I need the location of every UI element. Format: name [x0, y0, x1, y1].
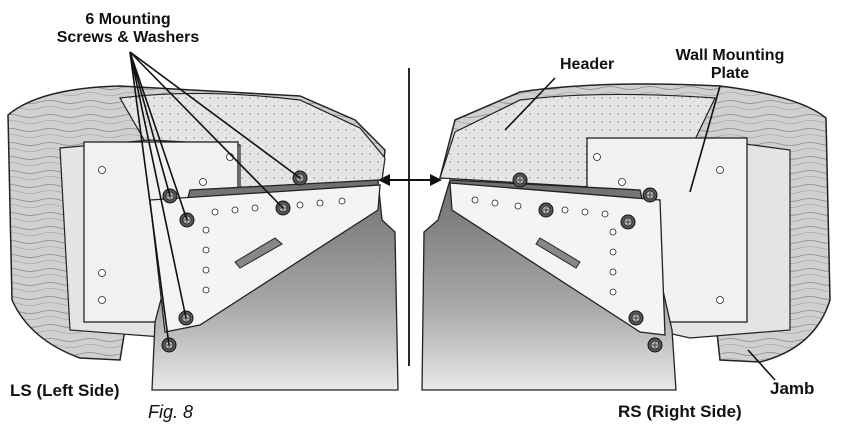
screws-label-line2: Screws & Washers — [56, 29, 200, 46]
screws-label: 6 Mounting Screws & Washers — [38, 11, 218, 47]
header-label: Header — [560, 56, 615, 73]
left-plate-holes — [98, 153, 234, 304]
left-side-label: LS (Left Side) — [10, 381, 120, 400]
right-bracket-slot — [535, 237, 581, 269]
right-side-assembly — [421, 77, 831, 391]
screw-washer-icon — [512, 172, 528, 188]
screw-washer-icon — [642, 187, 658, 203]
left-bracket — [149, 184, 381, 333]
right-side-label: RS (Right Side) — [618, 402, 742, 421]
screw-washer-icon — [628, 310, 644, 326]
screws-label-line1: 6 Mounting — [85, 11, 171, 28]
screw-washer-icon — [538, 202, 554, 218]
right-leader-lines — [504, 77, 776, 381]
double-arrow-icon — [378, 174, 442, 186]
wall-plate-label-line1: Wall Mounting — [675, 47, 785, 64]
right-bracket — [449, 182, 666, 336]
left-leader-lines — [129, 51, 301, 346]
screw-washer-icon — [620, 214, 636, 230]
left-bracket-slot — [234, 237, 283, 269]
jamb-label: Jamb — [770, 379, 815, 398]
right-bracket-holes — [471, 196, 617, 296]
figure-caption: Fig. 8 — [148, 402, 194, 422]
left-side-assembly — [7, 51, 399, 391]
screw-washer-icon — [647, 337, 663, 353]
right-plate-holes — [593, 153, 724, 304]
wall-mounting-plate-label: Wall Mounting Plate — [660, 47, 800, 83]
wall-plate-label-line2: Plate — [710, 65, 750, 82]
left-bracket-holes — [202, 197, 346, 294]
